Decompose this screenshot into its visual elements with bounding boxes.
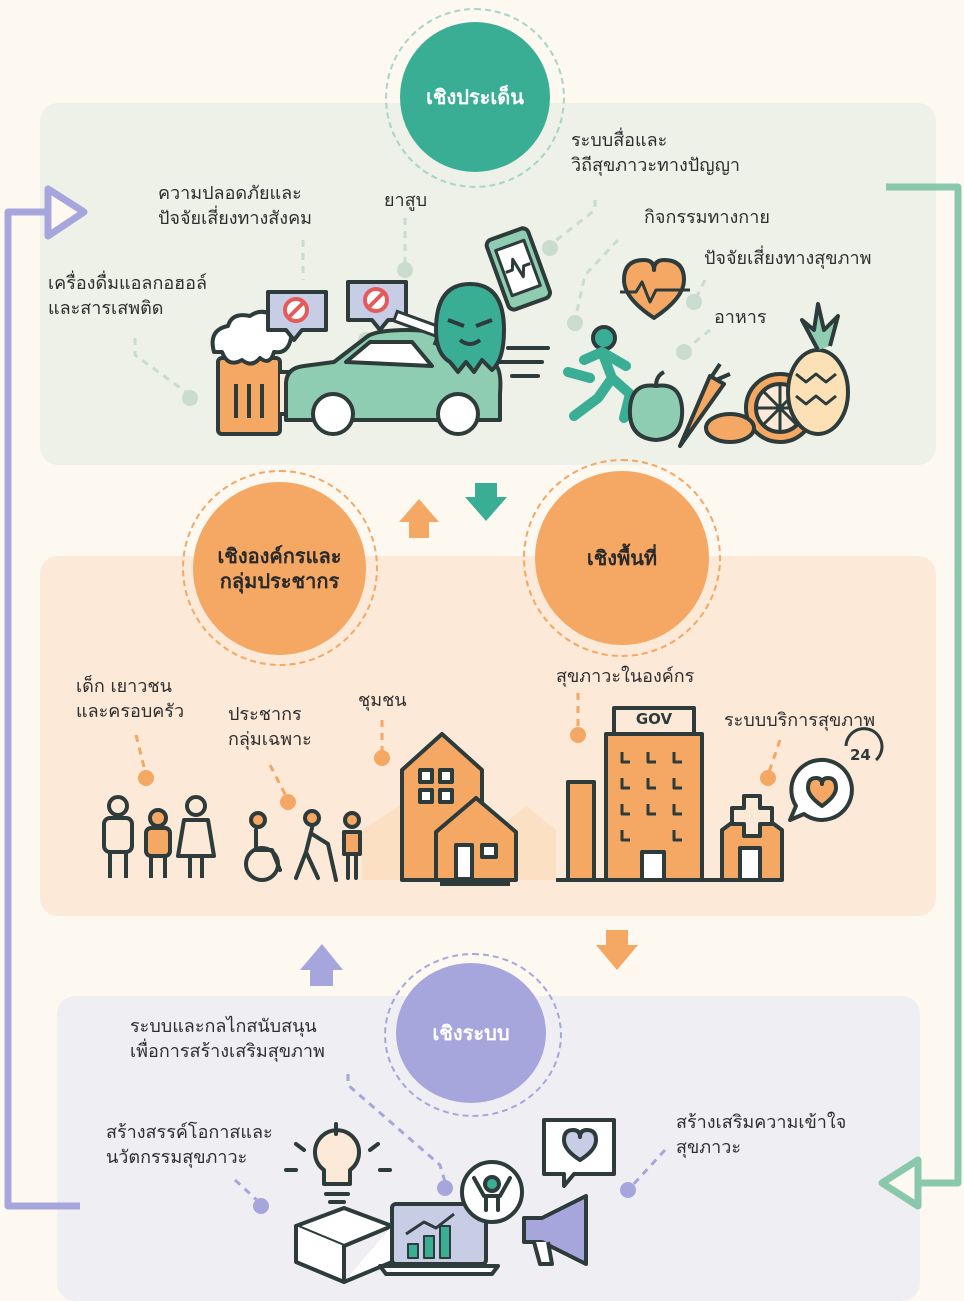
- area-title-circle: เชิงพื้นที่: [535, 471, 709, 645]
- label-media: ระบบสื่อและ วิถีสุขภาวะทางปัญญา: [571, 130, 741, 177]
- label-workplace: สุขภาวะในองค์กร: [556, 666, 695, 687]
- org-title-circle: เชิงองค์กรและ กลุ่มประชากร: [193, 482, 366, 655]
- system-circle-ring: [384, 953, 562, 1117]
- label-community: ชุมชน: [358, 690, 407, 711]
- issue-title-circle: เชิงประเด็น: [400, 22, 550, 172]
- label-tobacco: ยาสูบ: [384, 190, 428, 211]
- label-children-family: เด็ก เยาวชน และครอบครัว: [76, 676, 185, 723]
- label-support-system: ระบบและกลไกสนับสนุน เพื่อการสร้างเสริมสุ…: [130, 1016, 325, 1063]
- area-circle-ring: [523, 459, 721, 657]
- label-physical-activity: กิจกรรมทางกาย: [644, 207, 770, 228]
- up-arrow-purple: [300, 944, 343, 986]
- org-circle-ring: [182, 470, 378, 666]
- label-health-risk: ปัจจัยเสี่ยงทางสุขภาพ: [704, 248, 872, 269]
- area-panel: [40, 556, 936, 916]
- label-safety: ความปลอดภัยและ ปัจจัยเสี่ยงทางสังคม: [158, 183, 312, 230]
- label-food: อาหาร: [714, 307, 767, 328]
- issue-circle-ring: [385, 8, 565, 188]
- system-title: เชิงระบบ: [432, 1020, 510, 1045]
- label-understanding: สร้างเสริมความเข้าใจ สุขภาวะ: [676, 1112, 847, 1159]
- up-arrow-orange: [399, 499, 439, 538]
- area-title: เชิงพื้นที่: [586, 545, 658, 570]
- down-arrow-green: [465, 483, 507, 521]
- down-arrow-orange: [596, 930, 638, 970]
- issue-title: เชิงประเด็น: [426, 84, 524, 109]
- org-title: เชิงองค์กรและ กลุ่มประชากร: [217, 543, 342, 593]
- system-title-circle: เชิงระบบ: [396, 963, 546, 1103]
- label-specific-groups: ประชากร กลุ่มเฉพาะ: [228, 704, 312, 751]
- label-alcohol: เครื่องดื่มแอลกอฮอล์ และสารเสพติด: [48, 273, 207, 320]
- label-innovation: สร้างสรรค์โอกาสและ นวัตกรรมสุขภาวะ: [106, 1122, 273, 1169]
- gov-sign: GOV: [635, 710, 673, 728]
- label-health-service: ระบบบริการสุขภาพ: [724, 710, 876, 731]
